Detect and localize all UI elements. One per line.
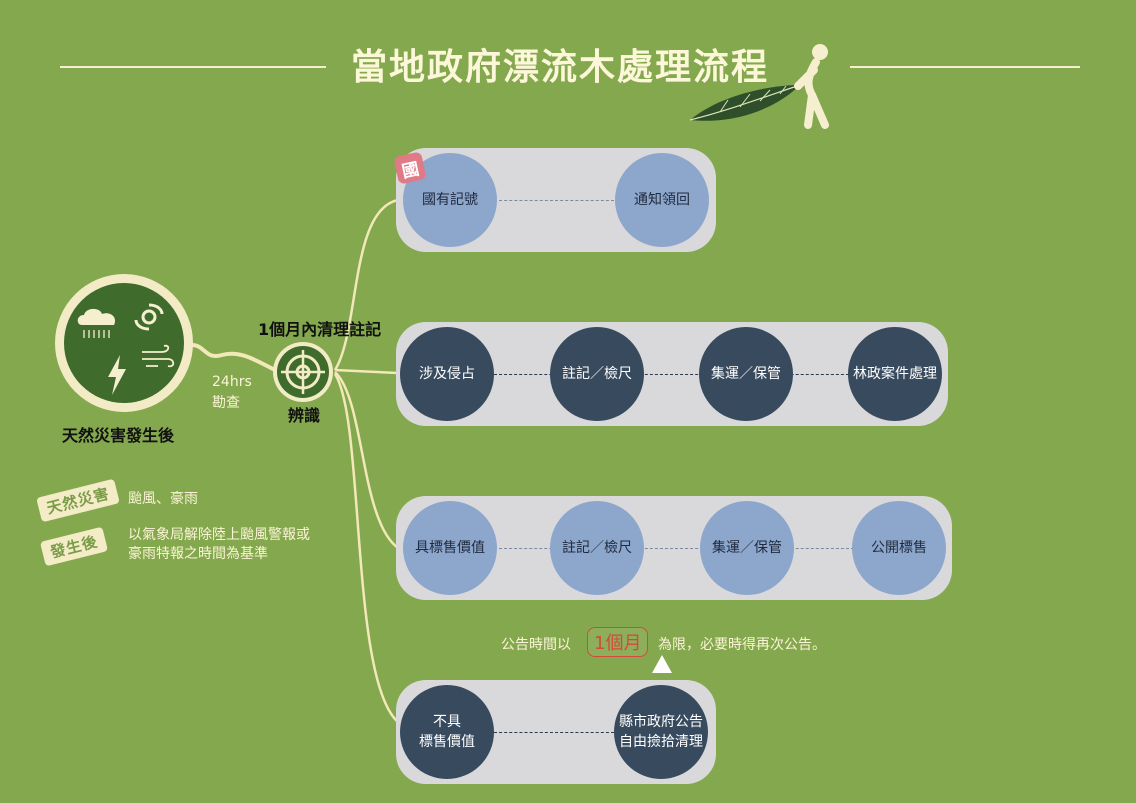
survey-label: 勘查 xyxy=(212,395,240,411)
row-3-node-2: 註記／檢尺 xyxy=(550,501,644,595)
national-stamp-icon: 國 xyxy=(393,151,427,185)
row-3-node-1: 具標售價值 xyxy=(403,501,497,595)
row-2-node-4: 林政案件處理 xyxy=(848,327,942,421)
row-4-node-1-line: 不具 標售價值 xyxy=(419,714,475,750)
row-4-connector xyxy=(494,732,614,733)
leaf-icon xyxy=(689,84,801,121)
row-3-node-4: 公開標售 xyxy=(852,501,946,595)
typhoon-icon xyxy=(134,303,164,331)
identify-top-label: 1個月內清理註記 xyxy=(258,320,382,339)
row-1-connector xyxy=(494,200,614,201)
row-2-node-1: 涉及侵占 xyxy=(400,327,494,421)
row-4-node-2: 縣市政府公告 自由撿拾清理 xyxy=(614,685,708,779)
row-3-node-3: 集運／保管 xyxy=(700,501,794,595)
row-4-node-2-line: 縣市政府公告 自由撿拾清理 xyxy=(619,714,703,750)
target-icon xyxy=(273,342,333,402)
wind-icon xyxy=(142,344,175,368)
survey-hours-label: 24hrs xyxy=(212,374,252,390)
row-3-connector xyxy=(494,548,854,549)
row-2-connector xyxy=(494,374,854,375)
notice-highlight: 1個月 xyxy=(587,627,649,657)
lightning-icon xyxy=(108,355,126,395)
notice-suffix: 為限，必要時得再次公告。 xyxy=(658,637,826,653)
legend-note-3: 豪雨特報之時間為基準 xyxy=(128,546,268,562)
row-2-node-3: 集運／保管 xyxy=(699,327,793,421)
rain-cloud-icon xyxy=(77,308,116,338)
up-arrow-icon xyxy=(652,655,672,673)
page-title: 當地政府漂流木處理流程 xyxy=(350,47,769,88)
title-rule-left xyxy=(60,66,326,68)
row-1-node-2: 通知領回 xyxy=(615,153,709,247)
title-rule-right xyxy=(850,66,1080,68)
disaster-icon-inner xyxy=(64,283,184,403)
row-4-node-1: 不具 標售價值 xyxy=(400,685,494,779)
notice-prefix: 公告時間以 xyxy=(501,637,571,653)
row-2-node-2: 註記／檢尺 xyxy=(550,327,644,421)
legend-note-1: 颱風、豪雨 xyxy=(128,491,198,507)
person-icon xyxy=(689,44,829,129)
disaster-label: 天然災害發生後 xyxy=(62,426,175,445)
legend-note-2: 以氣象局解除陸上颱風警報或 xyxy=(128,527,310,543)
identify-bottom-label: 辨識 xyxy=(288,406,321,425)
